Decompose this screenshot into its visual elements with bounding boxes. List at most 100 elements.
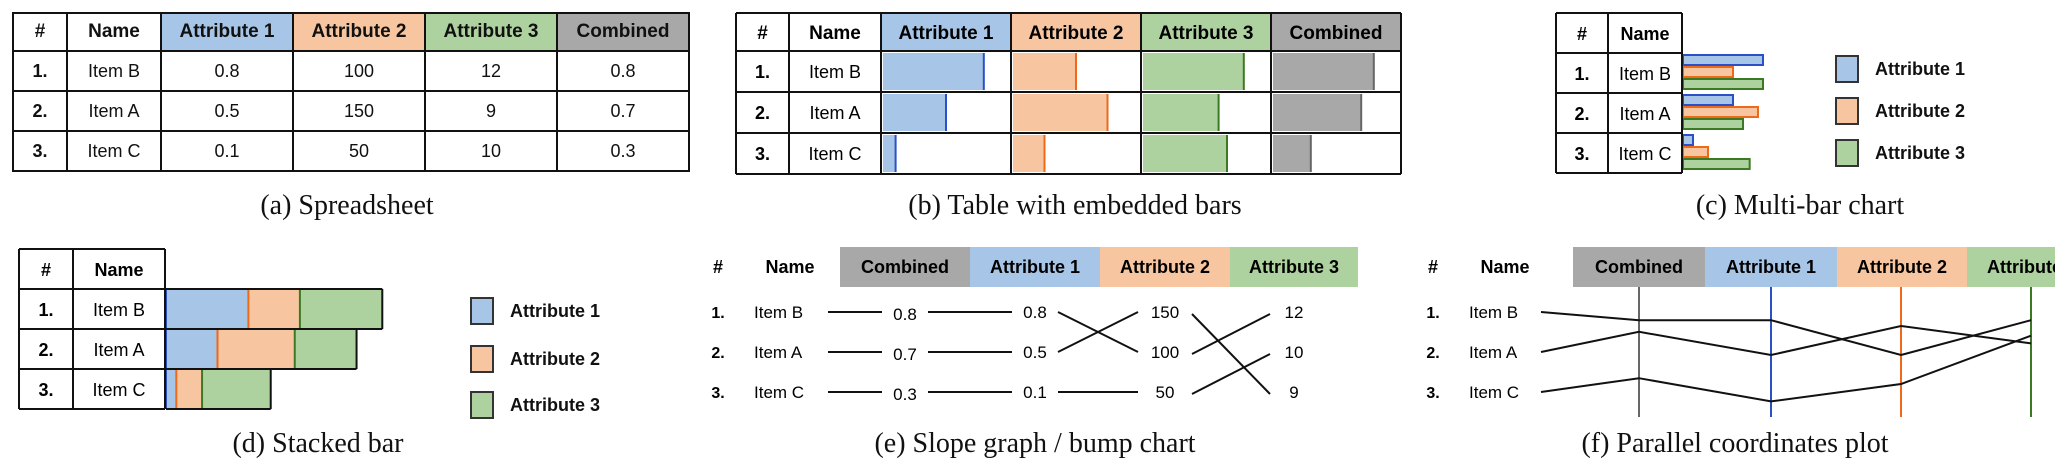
attr1-value: 0.1 [1023,383,1047,402]
rank-cell: 3. [1426,385,1439,402]
attr2-bar [1682,146,1709,158]
header-attr1-bg [881,13,1011,51]
rank-cell: 2. [38,340,53,360]
name-cell: Item A [1469,343,1518,362]
rank-cell: 3. [38,380,53,400]
rank-cell: 2. [1426,345,1439,362]
header-name: Name [1620,24,1669,44]
name-cell: Item C [92,380,145,400]
attr3-segment [294,329,357,369]
header-attr3-bg [1967,247,2055,287]
attr1-swatch [470,297,494,325]
attr2-cell: 50 [292,130,426,172]
legend-attr3-label: Attribute 3 [1875,142,1965,163]
name-cell: Item C [754,383,804,402]
legend-attr1-label: Attribute 1 [510,300,600,321]
header-attr2: Attribute 2 [1029,23,1124,44]
rank-cell: 2. [1574,104,1589,124]
header-name: Name [765,257,814,277]
name-cell: Item B [1619,64,1671,84]
header-name: Name [66,12,162,52]
attr2-bar [1013,94,1108,131]
caption-d: (d) Stacked bar [232,428,404,459]
attr3-bar [1682,118,1744,130]
attr1-bar [1682,54,1764,66]
combined-cell: 0.8 [556,50,690,92]
header-combined: Combined [556,12,690,52]
header-attr2: Attribute 2 [1857,257,1947,277]
caption-e: (e) Slope graph / bump chart [874,428,1196,459]
attr3-segment [202,369,271,409]
header-rank: # [12,12,68,52]
attr3-value: 12 [1285,303,1304,322]
combined-cell: 0.3 [556,130,690,172]
combined-value: 0.3 [893,385,917,404]
header-combined: Combined [861,257,949,277]
combined-bar [1273,135,1311,172]
attr3-cell: 9 [424,90,558,132]
name-cell: Item A [66,90,162,132]
attr1-swatch [1835,55,1859,83]
legend-attr1-label: Attribute 1 [1875,58,1965,79]
attr1-cell: 0.8 [160,50,294,92]
attr1-cell: 0.1 [160,130,294,172]
legend-attr2-label: Attribute 2 [1875,100,1965,121]
name-cell: Item B [66,50,162,92]
panel-spreadsheet: # Name Attribute 1 Attribute 2 Attribute… [12,12,690,172]
attr1-value: 0.8 [1023,303,1047,322]
header-rank: # [757,23,768,44]
rank-cell: 1. [1426,305,1439,322]
attr2-cell: 150 [292,90,426,132]
attr2-segment [248,289,300,329]
attr2-segment [217,329,295,369]
combined-bar [1273,53,1374,90]
attr3-cell: 10 [424,130,558,172]
attr2-bar [1682,66,1734,78]
attr3-value: 9 [1289,383,1298,402]
attr3-swatch [470,391,494,419]
attr2-value: 50 [1156,383,1175,402]
header-name: Name [809,23,861,44]
header-combined: Combined [1290,23,1383,44]
name-cell: Item B [93,300,145,320]
header-attr1: Attribute 1 [160,12,294,52]
slope-line [1057,311,1139,353]
attr1-value: 0.5 [1023,343,1047,362]
attr1-segment [166,289,249,329]
header-name: Name [1480,257,1529,277]
header-attr3: Attribute 3 [424,12,558,52]
combined-bar [1273,94,1362,131]
rank-cell: 1. [755,62,770,82]
combined-value: 0.8 [893,305,917,324]
attr3-bar [1143,94,1219,131]
attr3-swatch [1835,139,1859,167]
header-attr2-bg [1837,247,1967,287]
header-attr2-bg [1011,13,1141,51]
rank-cell: 3. [755,144,770,164]
header-attr3: Attribute 3 [1159,23,1254,44]
rank-cell: 2. [711,345,724,362]
header-rank: # [1428,257,1438,277]
rank-cell: 3. [12,130,68,172]
rank-cell: 2. [755,103,770,123]
attr2-bar [1013,135,1045,172]
header-combined-bg [840,247,970,287]
name-cell: Item C [1469,383,1519,402]
polyline-item-c [1540,334,2032,403]
attr1-bar [1682,134,1694,146]
legend-attr2-label: Attribute 2 [510,348,600,369]
name-cell: Item A [1619,104,1670,124]
attr2-bar [1682,106,1759,118]
header-attr3-bg [1230,247,1358,287]
legend-attr3-label: Attribute 3 [510,394,600,415]
attr1-bar [883,53,984,90]
name-cell: Item A [809,103,860,123]
polyline-item-a [1540,324,2032,357]
rank-cell: 2. [12,90,68,132]
header-combined-bg [1271,13,1401,51]
header-combined-bg [1573,247,1705,287]
attr1-bar [883,94,946,131]
attr1-bar [883,135,896,172]
